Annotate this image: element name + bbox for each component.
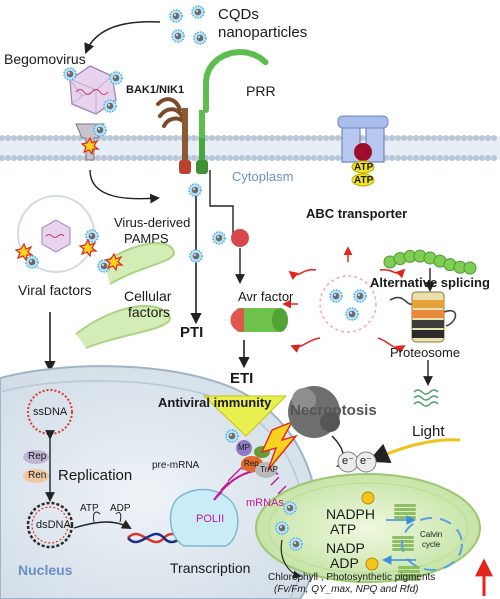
membrane-lipid-heads-top	[0, 135, 497, 141]
receptor-to-pamps-arrow	[89, 169, 160, 204]
prr-branch-line	[209, 170, 234, 238]
pre-mrna-label: pre-mRNA	[152, 460, 200, 471]
mrnas-label: mRNAs	[246, 497, 284, 509]
rep-protein	[23, 450, 49, 464]
adp-chloro-label: ADP	[330, 555, 359, 571]
replication-label: Replication	[58, 467, 133, 484]
virus-membrane-receptor	[75, 123, 107, 161]
necroptosis-cell	[288, 386, 340, 438]
proteosome-label: Proteosome	[390, 345, 461, 360]
virus-derived-label: Virus-derived	[114, 215, 191, 230]
dsdna-label: dsDNA	[36, 519, 71, 531]
avr-factor-capsule	[230, 308, 288, 332]
bak1-nik1-receptor	[156, 97, 191, 174]
antiviral-immunity-label: Antiviral immunity	[158, 395, 272, 410]
begomovirus-label: Begomovirus	[4, 51, 86, 67]
nucleus-label: Nucleus	[18, 562, 73, 578]
dsdna-circle	[26, 501, 74, 549]
ssdna-label: ssDNA	[33, 406, 68, 418]
atp-arrow-label: ATP	[80, 503, 99, 514]
abc-transporter-label: ABC transporter	[306, 206, 408, 221]
proteosome-icon	[389, 291, 457, 343]
calvin-label: Calvin	[420, 530, 443, 539]
cqds-label: CQDs	[218, 6, 259, 23]
bak1-label: BAK1/NIK1	[126, 84, 185, 96]
avr-factor-label: Avr factor	[238, 289, 294, 304]
pti-label: PTI	[180, 324, 204, 341]
atp-top-label: ATP	[354, 162, 374, 173]
membrane-lipid-heads-bottom	[0, 155, 497, 161]
plasma-membrane	[0, 135, 500, 161]
ren-label: Ren	[28, 470, 47, 481]
nanoparticles-label: nanoparticles	[218, 24, 308, 41]
nadp-label: NADP	[326, 540, 365, 556]
nadph-label: NADPH	[326, 506, 376, 522]
thylakoid-grana	[392, 504, 420, 581]
rep-small-label: Rep	[244, 459, 259, 468]
pamps-label: PAMPS	[124, 231, 169, 246]
cqd-on-receptor	[188, 183, 202, 197]
light-arrow-icon	[368, 438, 461, 464]
ssdna-circle	[27, 389, 73, 435]
cellular-label: Cellular	[124, 288, 172, 304]
eti-label: ETI	[230, 370, 254, 387]
electron1-label: e⁻	[342, 455, 354, 467]
lightning-bolt-icon	[260, 420, 298, 471]
necroptosis-label: Necroptosis	[290, 402, 377, 419]
chloroplast	[255, 473, 481, 583]
cellular-stress-ring	[282, 246, 406, 354]
calvin-cycle-ring	[401, 517, 463, 571]
viral-factors-icon	[15, 195, 99, 273]
trap-label: TrAP	[260, 465, 278, 474]
transcription-label: Transcription	[170, 560, 251, 576]
pigments-line2-label: (Fv/Fm, QY_max, NPQ and Rfd)	[274, 584, 419, 595]
cytoplasm-label: Cytoplasm	[232, 169, 294, 184]
adp-arrow-label: ADP	[110, 503, 131, 514]
antiviral-immunity-triangle	[202, 395, 288, 437]
peptide-fragments	[413, 389, 439, 407]
mp-label: MP	[238, 443, 250, 452]
polii-label: POLII	[196, 513, 225, 525]
rep-label: Rep	[28, 451, 47, 462]
begomovirus-icon	[63, 65, 123, 115]
atp-chloro-label: ATP	[330, 521, 357, 537]
factors-label: factors	[128, 304, 171, 320]
avr-dot	[231, 229, 249, 247]
polii-enzyme	[169, 488, 239, 547]
atp-bottom-label: ATP	[354, 175, 374, 186]
pigments-line1-label: Chlorophyll , Photosynthetic pigments	[268, 572, 436, 583]
light-label: Light	[412, 423, 445, 440]
cycle-label: cycle	[422, 540, 441, 549]
endoplasmic-reticulum	[75, 242, 175, 349]
prr-receptor-icon	[196, 48, 269, 174]
cqd-to-virus-arrow	[84, 21, 161, 54]
electron2-label: e⁻	[360, 455, 372, 467]
alternative-splicing-chain	[383, 249, 477, 275]
prr-label: PRR	[246, 83, 276, 99]
abc-transporter-icon	[337, 115, 389, 187]
ren-protein	[23, 469, 49, 483]
alternative-splicing-label: Alternative splicing	[370, 275, 490, 290]
viral-factors-label: Viral factors	[18, 282, 92, 298]
cqd-nanoparticle-cluster	[169, 5, 207, 45]
